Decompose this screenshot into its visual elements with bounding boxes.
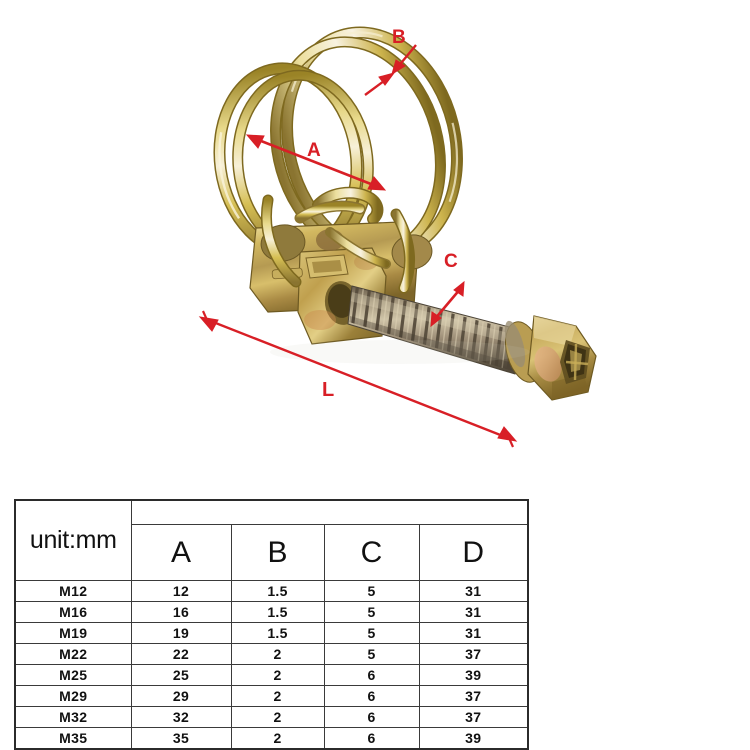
- cell-b: 1.5: [230, 580, 325, 602]
- dimension-label-a: A: [307, 140, 322, 161]
- cell-a: 25: [130, 664, 232, 686]
- cell-c: 5: [323, 601, 420, 623]
- screw-head: [504, 315, 597, 401]
- cell-d: 39: [418, 664, 529, 686]
- dimension-arrow-l: [198, 310, 518, 448]
- screw-drive-recess: [560, 340, 590, 384]
- cell-d: 39: [418, 727, 529, 750]
- cell-c: 6: [323, 727, 420, 750]
- dimension-annotations: [198, 44, 518, 448]
- dimension-arrow-a: [245, 134, 387, 191]
- product-figure: A B C L: [198, 26, 597, 448]
- table-spacer-row: unit:mm: [14, 499, 529, 581]
- dimension-label-l: L: [322, 379, 335, 401]
- unit-label-cell: unit:mm: [14, 499, 132, 581]
- column-header-d: D: [418, 524, 529, 581]
- wire-bridge: [294, 186, 384, 225]
- cell-a: 16: [130, 601, 232, 623]
- cell-size: M29: [14, 685, 132, 707]
- cell-size: M25: [14, 664, 132, 686]
- cell-size: M22: [14, 643, 132, 665]
- cell-d: 31: [418, 580, 529, 602]
- cell-a: 19: [130, 622, 232, 644]
- product-illustration: [198, 26, 597, 448]
- cell-a: 32: [130, 706, 232, 728]
- cell-size: M35: [14, 727, 132, 750]
- table-top-span-cell: [130, 499, 529, 525]
- cell-d: 37: [418, 643, 529, 665]
- cell-b: 2: [230, 685, 325, 707]
- dimension-label-c: C: [444, 251, 459, 272]
- cell-a: 22: [130, 643, 232, 665]
- cell-c: 5: [323, 643, 420, 665]
- cell-size: M16: [14, 601, 132, 623]
- dimension-label-b: B: [392, 27, 407, 48]
- wire-tails: [260, 194, 415, 294]
- cell-a: 35: [130, 727, 232, 750]
- cell-c: 6: [323, 706, 420, 728]
- cell-b: 1.5: [230, 622, 325, 644]
- column-header-c: C: [323, 524, 420, 581]
- cell-size: M32: [14, 706, 132, 728]
- cell-size: M12: [14, 580, 132, 602]
- cell-d: 31: [418, 601, 529, 623]
- cell-d: 37: [418, 685, 529, 707]
- cell-c: 5: [323, 622, 420, 644]
- cell-a: 29: [130, 685, 232, 707]
- column-header-a: A: [130, 524, 232, 581]
- cell-b: 2: [230, 706, 325, 728]
- cell-size: M19: [14, 622, 132, 644]
- cell-b: 1.5: [230, 601, 325, 623]
- screw-shank: [347, 285, 522, 375]
- cell-c: 5: [323, 580, 420, 602]
- cell-b: 2: [230, 664, 325, 686]
- cell-b: 2: [230, 727, 325, 750]
- dimension-arrow-b: [364, 44, 417, 96]
- cell-c: 6: [323, 685, 420, 707]
- cell-d: 37: [418, 706, 529, 728]
- cell-c: 6: [323, 664, 420, 686]
- cell-d: 31: [418, 622, 529, 644]
- cell-b: 2: [230, 643, 325, 665]
- column-header-b: B: [230, 524, 325, 581]
- cell-a: 12: [130, 580, 232, 602]
- dimension-arrow-c: [430, 280, 465, 328]
